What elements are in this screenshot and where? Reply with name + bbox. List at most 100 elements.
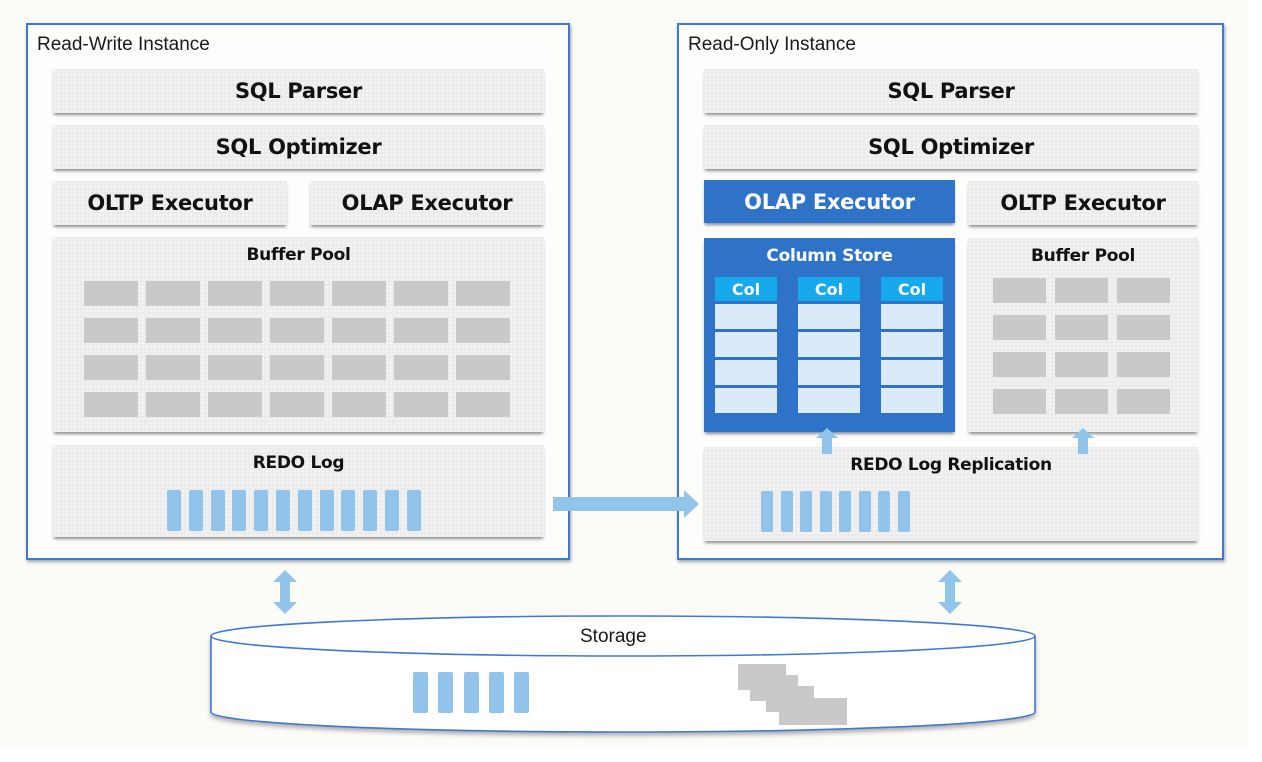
diagram-canvas: Read-Write Instance SQL Parser SQL Optim… [26,23,1224,733]
buffer-page [394,392,448,417]
buffer-page [993,278,1046,303]
rw-sql-optimizer: SQL Optimizer [53,125,544,169]
redo-log-entry [761,491,773,532]
redo-log-entry [819,491,832,532]
redo-log-entry [406,490,421,531]
ro-column-store: Column Store Col Col Col [704,238,955,432]
redo-log-entry [210,490,225,531]
read-write-instance: Read-Write Instance SQL Parser SQL Optim… [26,23,570,560]
buffer-page [270,392,324,417]
redo-log-entry [897,491,910,532]
storage-log-entry [413,672,428,713]
read-only-instance: Read-Only Instance SQL Parser SQL Optimi… [677,23,1224,560]
redo-log-entry [341,490,356,531]
ro-sql-parser: SQL Parser [704,69,1198,113]
rw-buffer-pool-label: Buffer Pool [246,245,351,265]
column-value-cell [798,332,860,357]
buffer-page [993,352,1046,377]
column-header: Col [881,277,943,301]
buffer-page [332,392,386,417]
column-value-cell [715,388,777,413]
ro-olap-executor-label: OLAP Executor [744,189,915,214]
buffer-page [1117,352,1170,377]
ro-buffer-pool: Buffer Pool [968,238,1198,432]
column-value-cell [798,388,860,413]
storage-page-block [779,698,847,725]
column-value-cell [881,388,943,413]
buffer-page [332,318,386,343]
buffer-page [394,281,448,306]
rw-olap-executor-label: OLAP Executor [341,191,513,215]
rw-oltp-executor-label: OLTP Executor [87,191,253,215]
redo-log-entry [232,490,247,531]
buffer-page [84,318,138,343]
buffer-page [394,355,448,380]
redo-log-entry [780,491,793,532]
buffer-page [146,318,200,343]
ro-olap-executor: OLAP Executor [704,180,955,223]
redo-log-entry [297,490,312,531]
rw-sql-parser-label: SQL Parser [234,79,363,103]
redo-log-entry [839,491,851,532]
column-value-cell [798,304,860,329]
storage-log-entry [463,672,479,713]
buffer-page [146,392,200,417]
buffer-page [146,281,200,306]
buffer-page [1055,352,1108,377]
column-value-cell [881,360,943,385]
column-value-cell [715,304,777,329]
ro-sql-optimizer: SQL Optimizer [704,125,1198,169]
buffer-page [270,318,324,343]
ro-redo-log-replication: REDO Log Replication [704,447,1198,541]
rw-redo-log: REDO Log [53,445,544,537]
buffer-page [993,389,1046,414]
replication-to-column-store-arrow [816,428,838,454]
buffer-page [1117,278,1170,303]
buffer-page [270,355,324,380]
buffer-page [146,355,200,380]
redo-log-entry [878,491,890,532]
rw-buffer-pool: Buffer Pool [53,237,544,432]
read-only-instance-title: Read-Only Instance [688,34,856,55]
rw-oltp-executor: OLTP Executor [53,181,287,225]
read-write-instance-title: Read-Write Instance [37,34,210,55]
ro-oltp-executor: OLTP Executor [968,181,1198,225]
buffer-page [1055,315,1108,340]
column-value-cell [881,332,943,357]
rw-sql-parser: SQL Parser [53,69,544,113]
redo-log-entry [319,490,334,531]
buffer-page [456,355,510,380]
replication-arrow [553,490,699,518]
buffer-page [1055,278,1108,303]
redo-log-entry [167,490,181,531]
redo-log-entry [858,491,871,532]
storage-label: Storage [580,626,647,647]
storage-log-entry [438,672,454,713]
rw-storage-double-arrow [273,570,297,614]
buffer-page [394,318,448,343]
ro-column-store-label: Column Store [766,246,893,266]
buffer-page [1055,389,1108,414]
ro-sql-optimizer-label: SQL Optimizer [868,135,1034,159]
column-header: Col [798,277,860,301]
ro-oltp-executor-label: OLTP Executor [1000,191,1166,215]
column-header: Col [715,277,777,301]
storage-log-entry [488,672,504,713]
column-value-cell [798,360,860,385]
buffer-page [1117,315,1170,340]
buffer-page [84,281,138,306]
rw-redo-log-label: REDO Log [252,453,345,473]
ro-sql-parser-label: SQL Parser [887,79,1015,103]
redo-log-entry [800,491,812,532]
replication-to-buffer-pool-arrow [1072,428,1094,454]
column-value-cell [881,304,943,329]
buffer-page [993,315,1046,340]
buffer-page [456,392,510,417]
redo-log-entry [363,490,378,531]
buffer-page [332,355,386,380]
buffer-page [456,281,510,306]
buffer-page [84,392,138,417]
storage-log-entry [514,672,530,713]
redo-log-entry [188,490,203,531]
redo-log-entry [385,490,399,531]
